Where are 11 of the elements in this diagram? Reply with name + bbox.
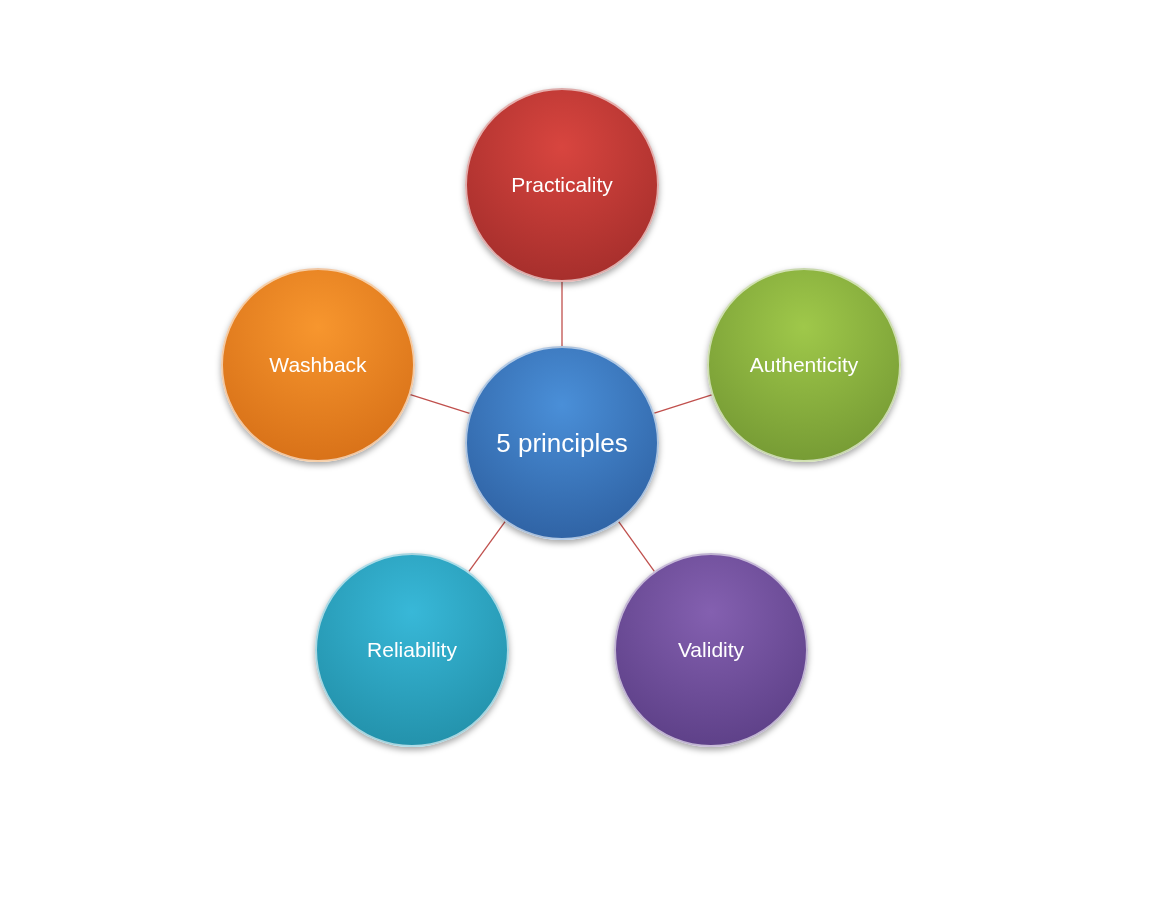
connector-line: [618, 521, 655, 572]
circle-label: Reliability: [367, 637, 457, 664]
circle-label: 5 principles: [495, 427, 629, 460]
circle-label: Authenticity: [749, 352, 859, 379]
connector-line: [468, 520, 506, 573]
connector-line: [561, 281, 563, 347]
circle-label: Washback: [269, 352, 367, 379]
connector-line: [409, 393, 471, 415]
connector-line: [653, 394, 713, 414]
circle-label: Practicality: [511, 172, 613, 199]
circle-label: Validity: [677, 637, 745, 664]
